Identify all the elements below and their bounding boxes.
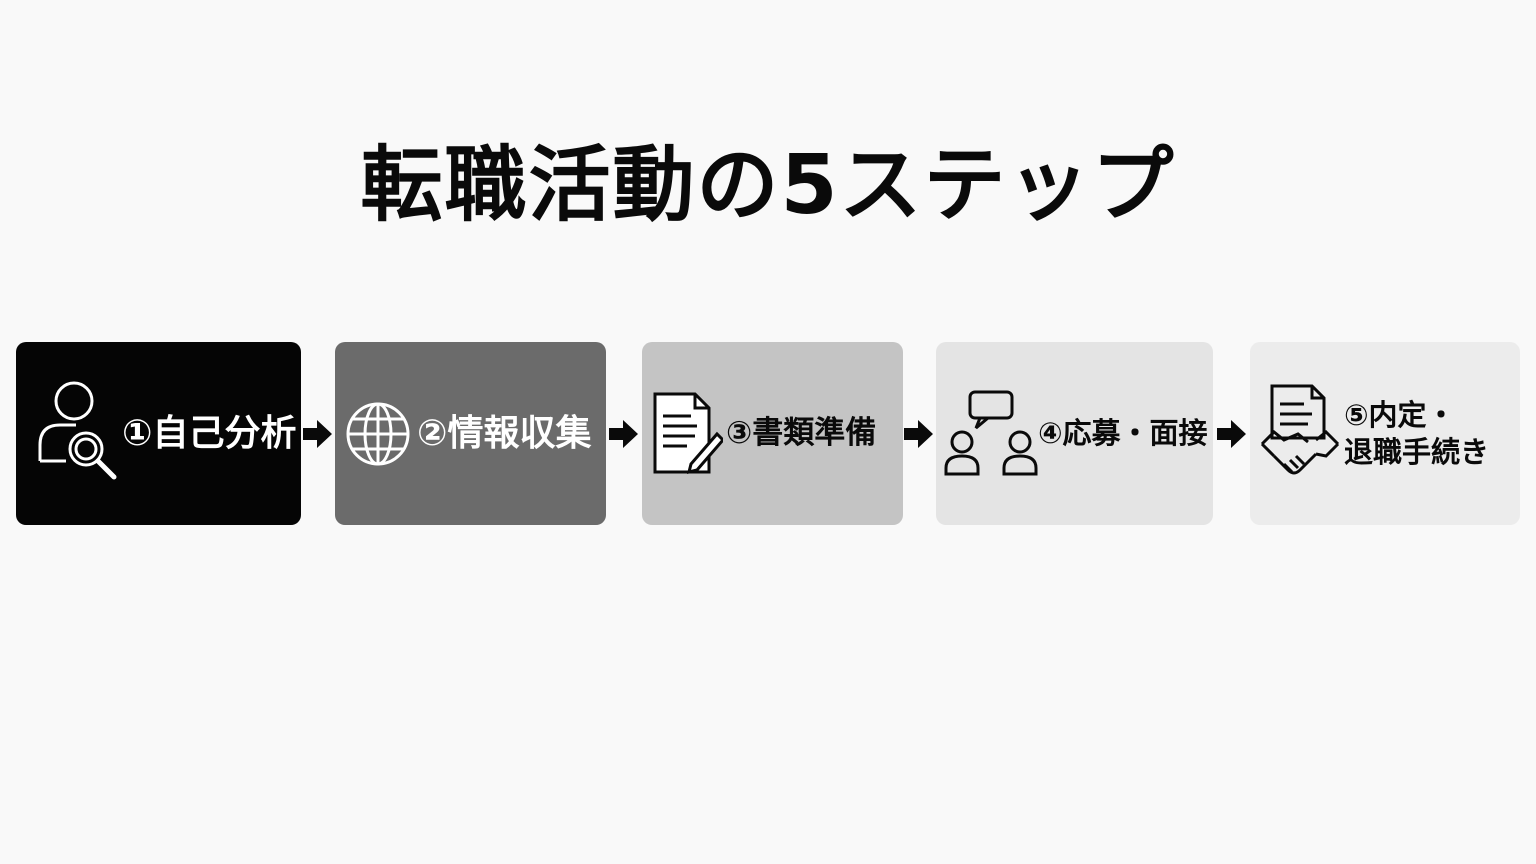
document-pen-icon: [650, 386, 724, 482]
person-search-icon: [34, 379, 122, 489]
step-5-offer-resignation: ⑤内定・ 退職手続き: [1250, 342, 1520, 525]
step-5-label-line-2: 退職手続き: [1344, 434, 1490, 469]
arrow-3-to-4: [904, 419, 934, 449]
step-3-label: ③書類準備: [726, 415, 877, 452]
arrow-2-to-3: [609, 419, 639, 449]
step-1-label: ①自己分析: [122, 413, 297, 454]
interview-icon: [940, 386, 1038, 482]
step-3-document-preparation: ③書類準備: [642, 342, 903, 525]
step-4-application-interview: ④応募・面接: [936, 342, 1213, 525]
step-2-information-gathering: ②情報収集: [335, 342, 606, 525]
step-5-label-line-1: ⑤内定・: [1344, 398, 1456, 433]
step-5-label: ⑤内定・ 退職手続き: [1344, 397, 1489, 470]
handshake-contract-icon: [1258, 382, 1342, 486]
arrow-1-to-2: [303, 419, 333, 449]
step-4-label: ④応募・面接: [1038, 416, 1208, 451]
step-2-label: ②情報収集: [417, 413, 592, 454]
globe-icon: [343, 394, 413, 474]
diagram-title: 転職活動の5ステップ: [360, 138, 1176, 233]
step-1-self-analysis: ①自己分析: [16, 342, 301, 525]
arrow-4-to-5: [1217, 419, 1247, 449]
